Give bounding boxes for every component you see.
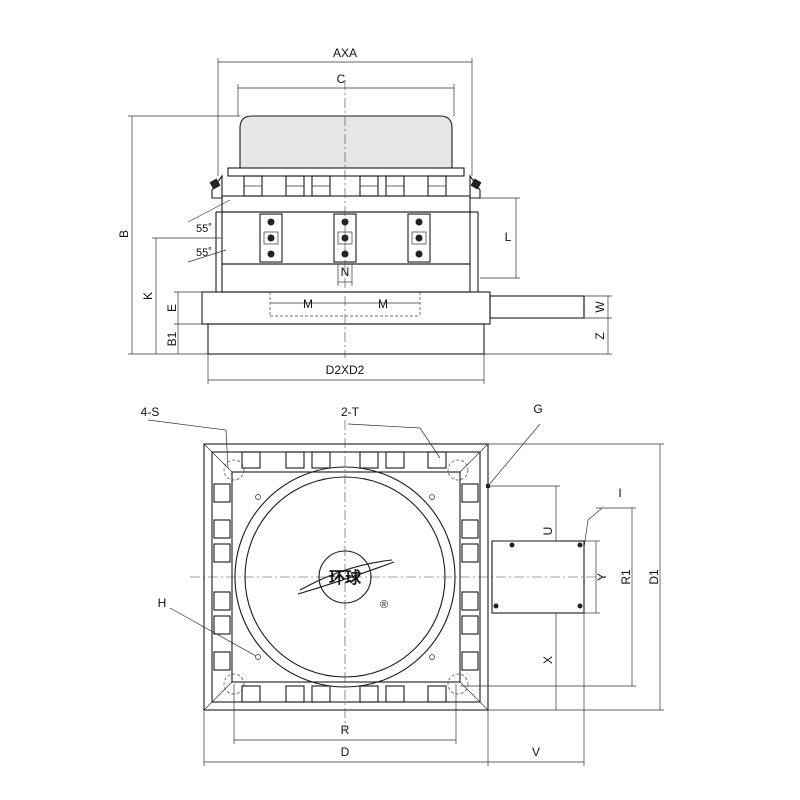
label-x: X [541,656,555,664]
bolts-right-column [461,483,479,671]
label-t: 2-T [341,405,360,419]
label-u: U [541,527,555,536]
base-plate [201,291,491,325]
top-cover [239,115,453,169]
label-w: W [593,301,607,313]
label-n: N [341,265,350,279]
logo-registered: ® [380,599,388,611]
front-view: AXA C B K E B1 55˚ 55˚ L [117,46,612,384]
label-m-left: M [303,297,313,311]
label-axa: AXA [333,46,357,60]
label-z: Z [593,332,607,339]
label-y: Y [595,573,609,581]
input-shaft [489,295,585,319]
label-d1: D1 [647,569,661,585]
label-angle-top: 55˚ [196,223,212,235]
bolts-left-column [213,483,231,671]
label-v: V [532,745,540,759]
body-upper [221,195,471,213]
label-r1: R1 [619,569,633,585]
label-e: E [165,304,179,312]
label-s: 4-S [141,405,160,419]
base-bottom [207,323,485,355]
label-h: H [158,596,167,610]
label-r: R [341,723,350,737]
label-m-right: M [378,297,388,311]
label-b1: B1 [165,331,179,346]
label-c: C [337,72,346,86]
logo-text: 环球 [329,568,362,587]
label-l: L [505,230,512,244]
label-k: K [141,292,155,300]
label-g: G [533,402,542,416]
label-i: I [618,486,621,500]
side-bolt-blocks [259,213,431,263]
label-d: D [341,745,350,759]
top-view: 环球 ® G 4-S 2-T H I U Y [141,402,664,766]
label-d2xd2: D2XD2 [326,363,365,377]
bolts-top-row [241,451,447,469]
brand-logo: 环球 ® [297,550,395,611]
bolts-bottom-row [241,685,447,703]
label-angle-bottom: 55˚ [196,247,212,259]
label-b: B [117,230,131,238]
